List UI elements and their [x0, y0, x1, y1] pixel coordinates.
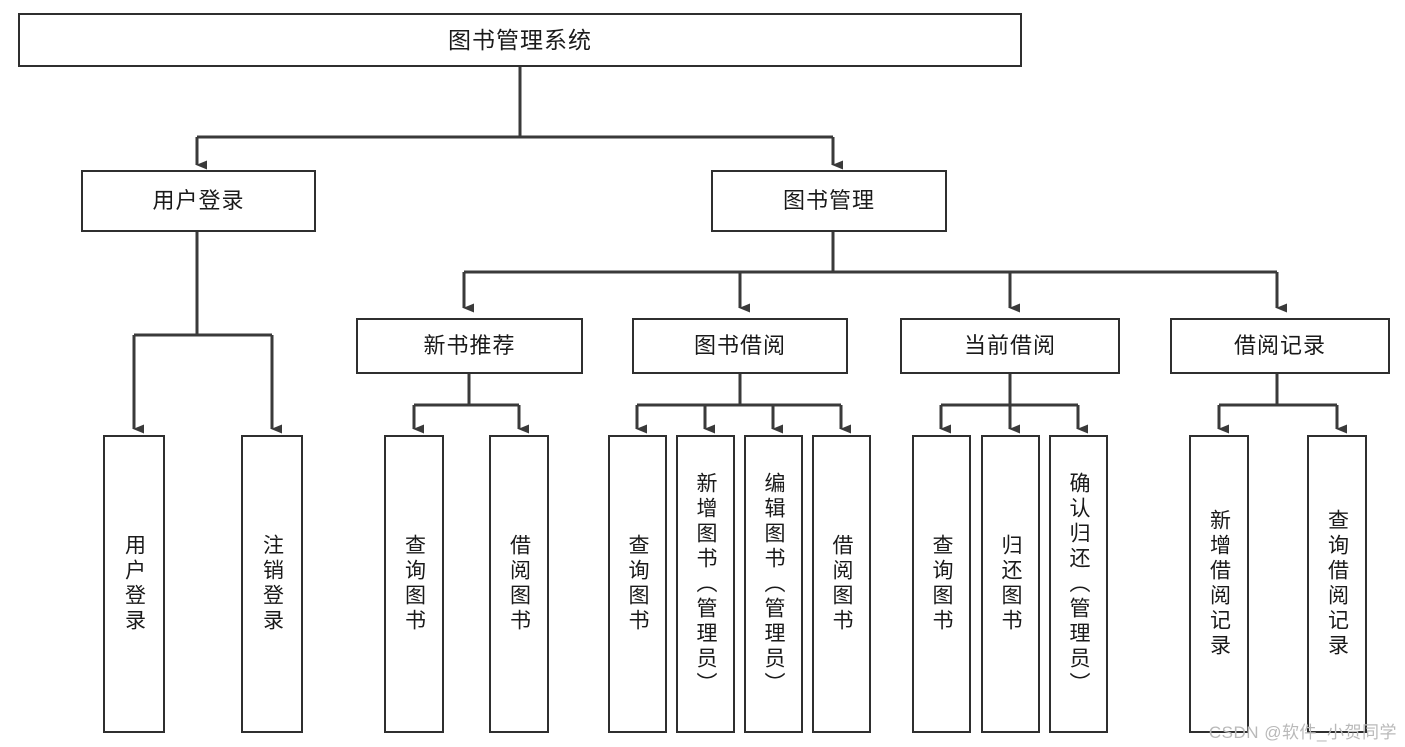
- node-label: 借阅图书: [507, 534, 531, 634]
- node-label: 用户登录: [152, 188, 245, 213]
- node-leaf-query-book-1[interactable]: 查询图书: [384, 435, 444, 733]
- connector-newbook-to-leaves: [412, 374, 529, 434]
- node-leaf-add-record[interactable]: 新增借阅记录: [1189, 435, 1249, 733]
- node-label: 编辑图书（管理员）: [762, 471, 785, 697]
- node-current-borrow[interactable]: 当前借阅: [900, 318, 1120, 374]
- node-leaf-query-book-2[interactable]: 查询图书: [608, 435, 667, 733]
- node-label: 确认归还（管理员）: [1067, 471, 1090, 697]
- node-leaf-edit-book[interactable]: 编辑图书（管理员）: [744, 435, 803, 733]
- node-root-system[interactable]: 图书管理系统: [18, 13, 1022, 67]
- node-leaf-query-book-3[interactable]: 查询图书: [912, 435, 971, 733]
- node-label: 图书管理: [782, 188, 875, 213]
- node-label: 查询借阅记录: [1325, 509, 1349, 659]
- connector-root-to-level2: [195, 67, 843, 170]
- node-label: 当前借阅: [963, 333, 1056, 358]
- node-label: 查询图书: [930, 534, 953, 634]
- connector-bookmgmt-to-level3: [462, 232, 1287, 313]
- node-leaf-borrow-book-1[interactable]: 借阅图书: [489, 435, 549, 733]
- node-leaf-user-login[interactable]: 用户登录: [103, 435, 165, 733]
- watermark-text: CSDN @软件_小贺同学: [1208, 723, 1397, 742]
- node-leaf-return-book[interactable]: 归还图书: [981, 435, 1040, 733]
- node-leaf-confirm-return[interactable]: 确认归还（管理员）: [1049, 435, 1108, 733]
- connector-bookborrow-to-leaves: [635, 374, 851, 434]
- node-label: 图书借阅: [693, 333, 786, 358]
- node-label: 查询图书: [402, 534, 426, 634]
- node-label: 归还图书: [999, 534, 1022, 634]
- node-label: 新书推荐: [423, 333, 516, 358]
- node-label: 查询图书: [626, 534, 649, 634]
- node-label: 借阅图书: [830, 534, 853, 634]
- node-label: 新增借阅记录: [1207, 509, 1231, 659]
- node-label: 注销登录: [260, 534, 284, 634]
- connector-borrowrecord-to-leaves: [1217, 374, 1347, 434]
- node-label: 新增图书（管理员）: [694, 471, 717, 697]
- node-leaf-logout[interactable]: 注销登录: [241, 435, 303, 733]
- node-leaf-borrow-book-2[interactable]: 借阅图书: [812, 435, 871, 733]
- node-label: 用户登录: [122, 534, 146, 634]
- node-book-management[interactable]: 图书管理: [711, 170, 947, 232]
- node-new-book-recommend[interactable]: 新书推荐: [356, 318, 583, 374]
- node-book-borrow[interactable]: 图书借阅: [632, 318, 848, 374]
- node-user-login[interactable]: 用户登录: [81, 170, 316, 232]
- connector-userlogin-to-leaves: [132, 232, 282, 434]
- node-label: 图书管理系统: [448, 26, 592, 53]
- node-label: 借阅记录: [1233, 333, 1326, 358]
- node-leaf-add-book[interactable]: 新增图书（管理员）: [676, 435, 735, 733]
- node-leaf-query-record[interactable]: 查询借阅记录: [1307, 435, 1367, 733]
- node-borrow-record[interactable]: 借阅记录: [1170, 318, 1390, 374]
- connector-currentborrow-to-leaves: [939, 374, 1088, 434]
